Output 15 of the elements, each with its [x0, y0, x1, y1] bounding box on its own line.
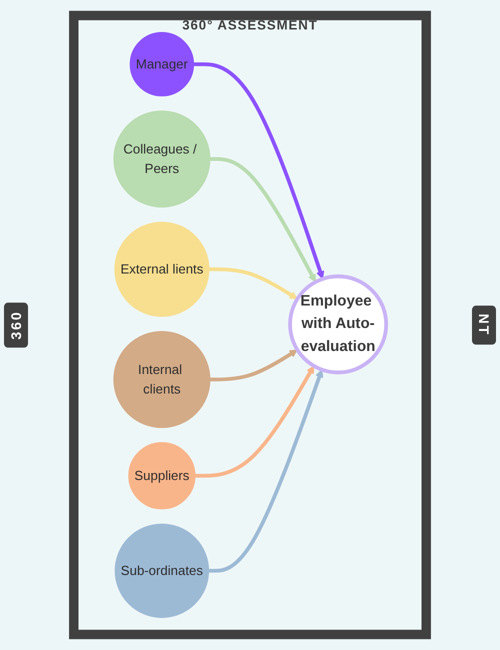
node-circle: Employee with Auto-evaluation — [288, 274, 388, 374]
node-circle: External lients — [114, 222, 210, 317]
ring-label: 360 — [4, 302, 28, 348]
arrow — [208, 267, 298, 300]
ring-label: NT — [472, 306, 496, 344]
node-circle: Manager — [130, 32, 194, 96]
node-circle: Colleagues / Peers — [113, 110, 210, 208]
arrow — [194, 62, 324, 280]
arrow — [210, 350, 298, 382]
arrow — [210, 157, 316, 282]
node-circle: Suppliers — [128, 442, 196, 510]
node-circle: Internal clients — [113, 330, 210, 428]
arrow — [208, 369, 324, 573]
node-circle: Sub-ordinates — [114, 524, 210, 618]
arrow — [195, 366, 314, 478]
